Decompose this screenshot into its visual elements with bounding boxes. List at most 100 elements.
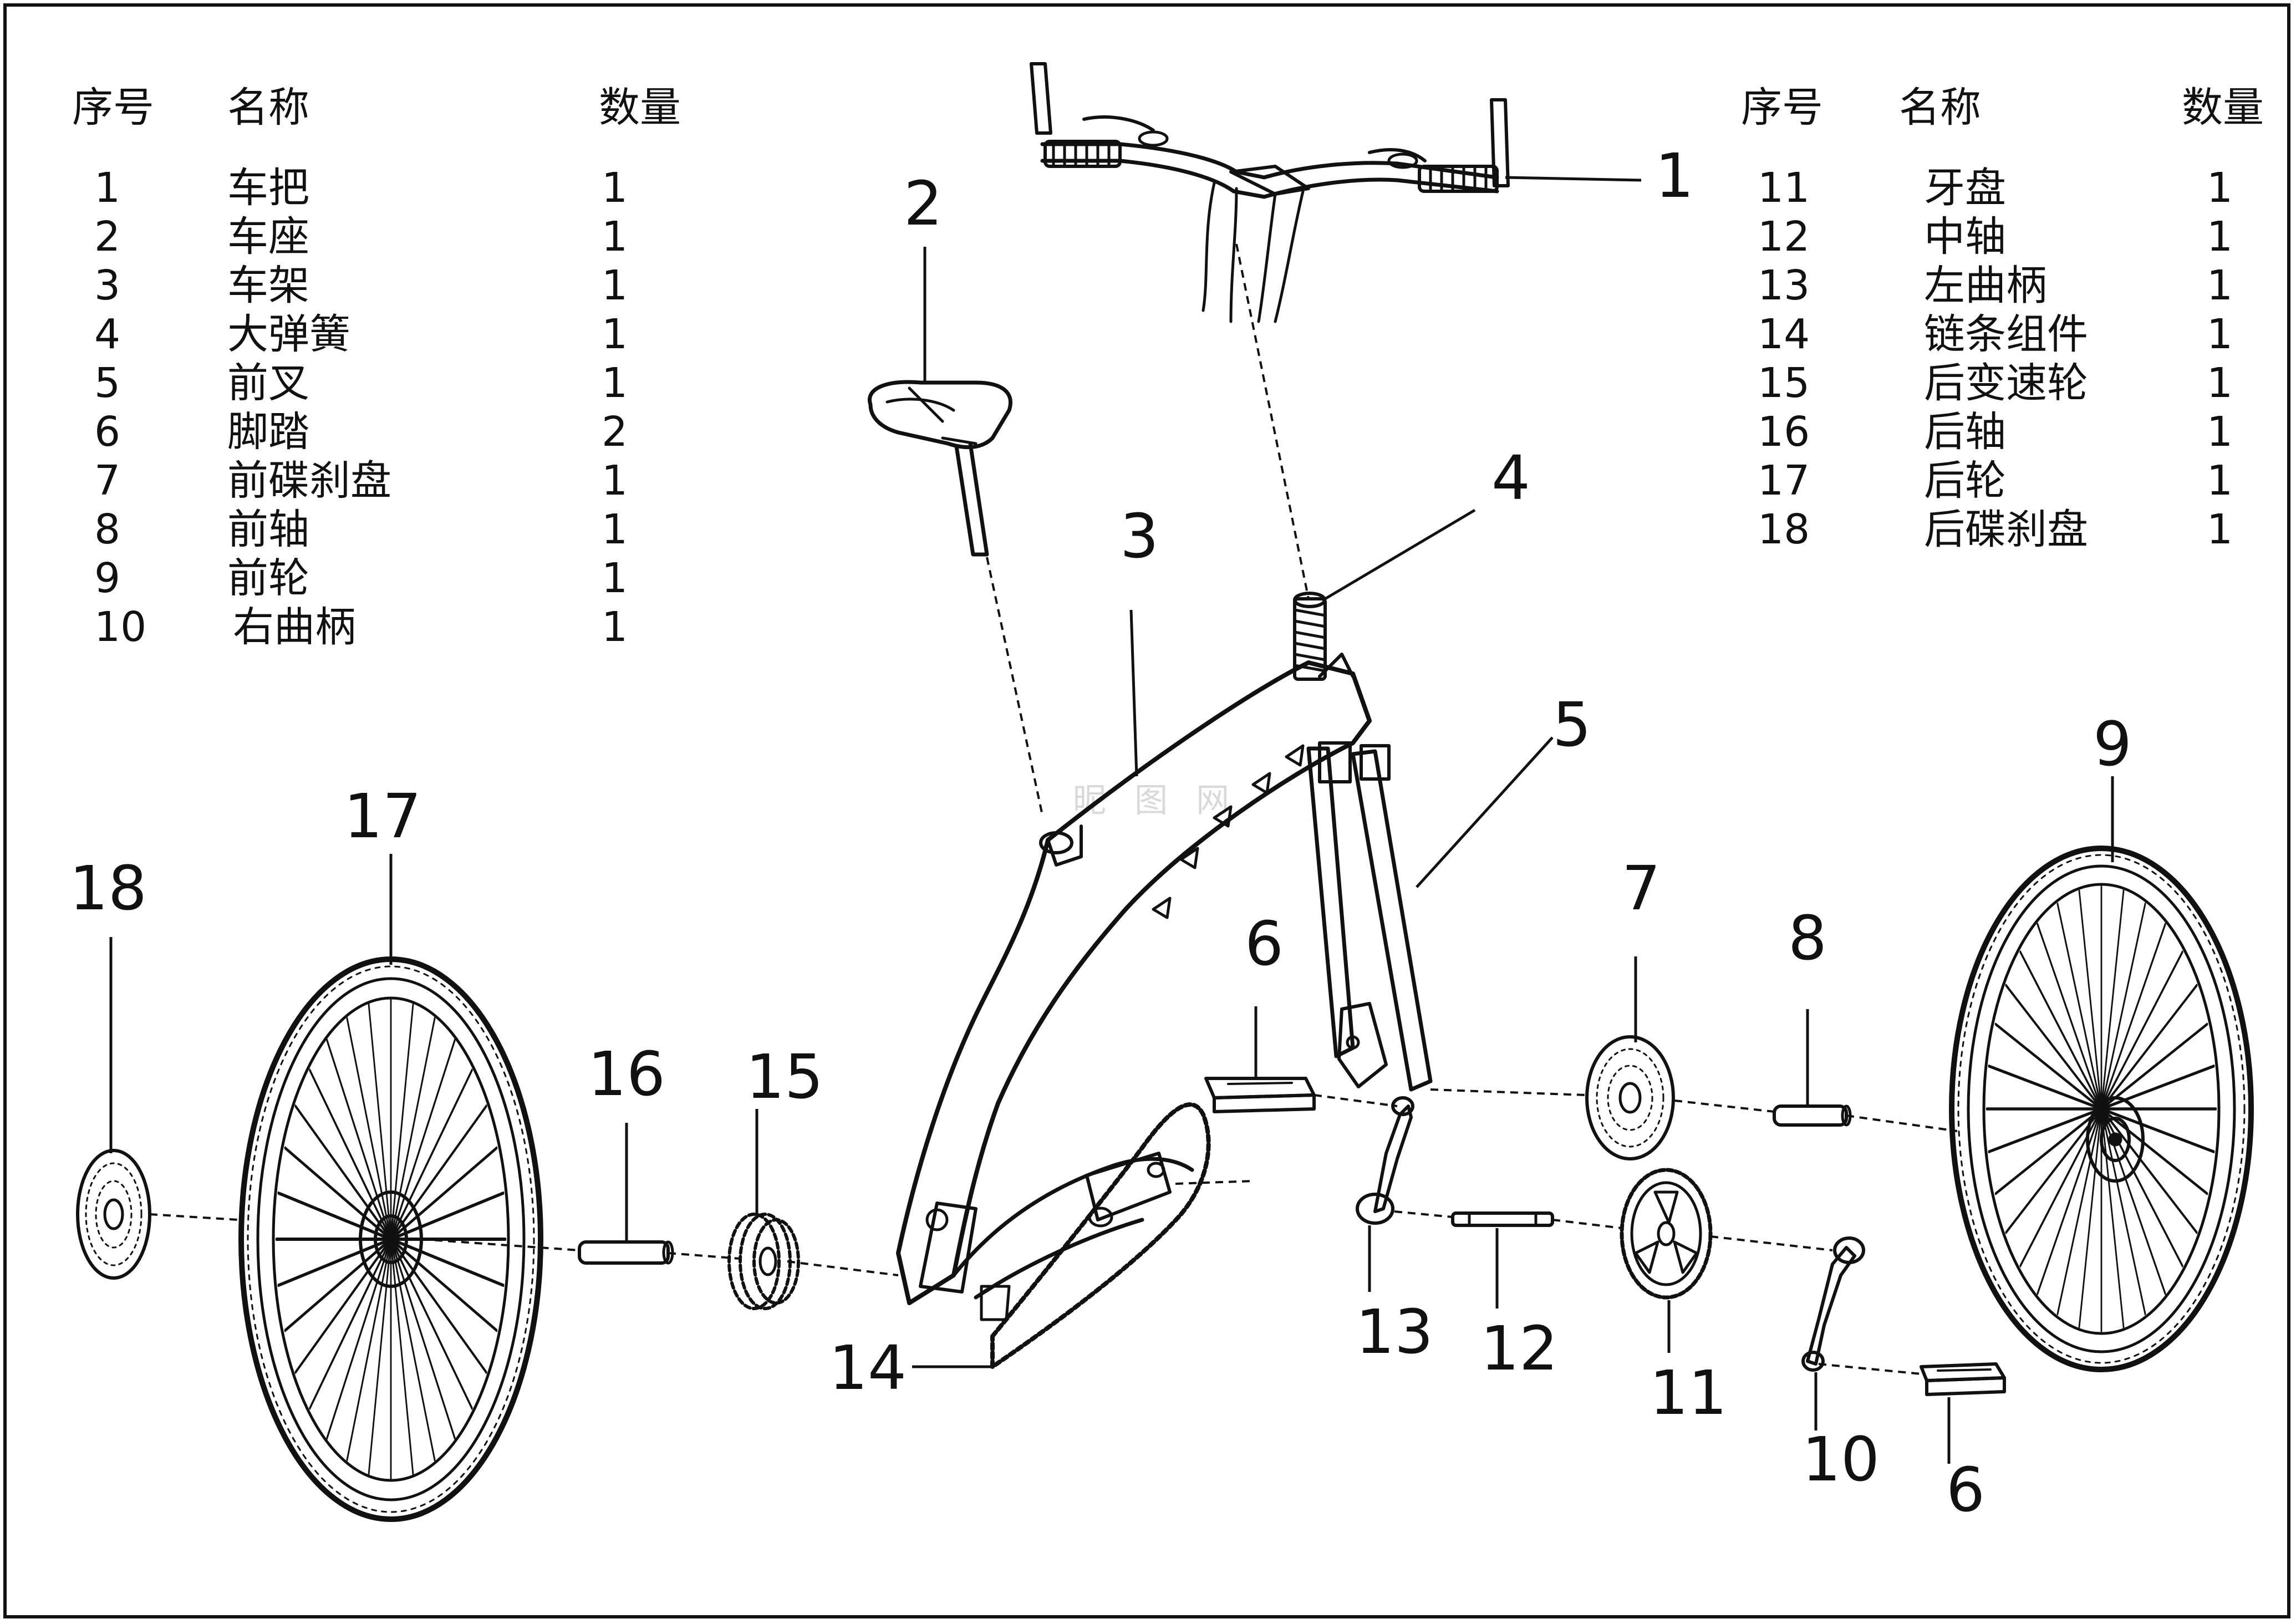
row-index: 12 <box>1758 213 1810 261</box>
callout-18: 18 <box>69 853 147 924</box>
header-index: 序号 <box>72 84 154 131</box>
left-crank <box>1356 1096 1414 1225</box>
row-qty: 1 <box>602 164 628 212</box>
front-fork <box>1306 741 1433 1092</box>
callout-2: 2 <box>904 168 943 239</box>
row-index: 15 <box>1758 359 1810 407</box>
row-qty: 1 <box>2207 408 2233 456</box>
row-qty: 1 <box>602 506 628 553</box>
row-index: 8 <box>94 506 121 553</box>
callout-9: 9 <box>2093 709 2132 780</box>
row-name: 后轴 <box>1924 408 2006 456</box>
table-row: 7 前碟刹盘 1 <box>72 456 710 505</box>
table-row: 2 车座 1 <box>72 212 710 261</box>
callout-17: 17 <box>344 781 421 852</box>
right-crank <box>1801 1236 1865 1372</box>
front-disc-brake <box>1585 1035 1675 1160</box>
row-index: 7 <box>94 457 121 505</box>
large-spring <box>1293 592 1327 681</box>
table-header: 序号 名称 数量 <box>1741 83 2273 132</box>
row-index: 14 <box>1758 310 1810 358</box>
row-name: 脚踏 <box>227 408 309 456</box>
callout-14: 14 <box>829 1332 907 1403</box>
table-row: 14 链条组件 1 <box>1741 310 2273 359</box>
row-qty: 1 <box>2207 310 2233 358</box>
row-index: 6 <box>94 408 121 456</box>
callout-6-right: 6 <box>1946 1454 1985 1525</box>
row-qty: 1 <box>2207 506 2233 553</box>
row-qty: 1 <box>2207 457 2233 505</box>
row-qty: 1 <box>2207 359 2233 407</box>
callout-8: 8 <box>1788 903 1827 974</box>
row-index: 5 <box>94 359 121 407</box>
row-name: 左曲柄 <box>1924 262 2047 309</box>
row-qty: 1 <box>602 457 628 505</box>
chainring <box>1620 1168 1713 1300</box>
row-name: 右曲柄 <box>233 603 356 651</box>
rear-axle <box>578 1240 674 1265</box>
leader-lines <box>109 176 2114 1464</box>
header-name: 名称 <box>1899 84 1981 131</box>
header-index: 序号 <box>1741 84 1823 131</box>
row-name: 前轴 <box>227 506 309 553</box>
row-qty: 1 <box>2207 164 2233 212</box>
handlebar <box>1030 62 1510 323</box>
callout-13: 13 <box>1356 1296 1433 1367</box>
row-qty: 1 <box>602 213 628 261</box>
callout-12: 12 <box>1480 1313 1558 1384</box>
row-name: 车把 <box>227 164 309 212</box>
row-name: 车座 <box>227 213 309 261</box>
row-name: 后变速轮 <box>1924 359 2088 407</box>
bicycle-seat <box>868 380 1012 557</box>
front-wheel <box>1949 846 2254 1372</box>
row-index: 1 <box>94 164 121 212</box>
row-name: 牙盘 <box>1924 164 2006 212</box>
callout-10: 10 <box>1802 1424 1880 1495</box>
row-qty: 1 <box>602 310 628 358</box>
row-index: 13 <box>1758 262 1810 309</box>
row-qty: 2 <box>602 408 628 456</box>
callout-16: 16 <box>588 1038 665 1109</box>
bicycle-frame <box>896 653 1372 1321</box>
row-index: 10 <box>94 603 147 651</box>
pedal-left <box>1204 1077 1316 1113</box>
header-qty: 数量 <box>599 84 681 131</box>
row-name: 链条组件 <box>1924 310 2088 358</box>
row-name: 前碟刹盘 <box>227 457 391 505</box>
pedal-right <box>1920 1362 2006 1396</box>
row-index: 16 <box>1758 408 1810 456</box>
rear-disc-brake <box>76 1149 151 1280</box>
row-name: 后轮 <box>1924 457 2006 505</box>
assembly-lines <box>149 243 1958 1375</box>
header-qty: 数量 <box>2182 84 2264 131</box>
callout-labels: 1 2 3 4 5 6 6 7 8 9 10 11 12 13 14 15 16… <box>69 140 2132 1525</box>
header-name: 名称 <box>227 84 309 131</box>
row-qty: 1 <box>2207 213 2233 261</box>
drawing-frame <box>3 3 2290 1618</box>
row-index: 9 <box>94 554 121 602</box>
row-name: 前叉 <box>227 359 309 407</box>
callout-7: 7 <box>1622 853 1661 924</box>
row-name: 车架 <box>227 262 309 309</box>
row-name: 后碟刹盘 <box>1924 506 2088 553</box>
row-qty: 1 <box>602 554 628 602</box>
table-row: 11 牙盘 1 <box>1741 164 2273 212</box>
callout-6-left: 6 <box>1245 908 1284 979</box>
row-qty: 1 <box>602 603 628 651</box>
callout-5: 5 <box>1552 689 1591 760</box>
row-index: 11 <box>1758 164 1810 212</box>
callout-15: 15 <box>746 1041 823 1112</box>
row-index: 2 <box>94 213 121 261</box>
bottom-bracket-axle <box>1451 1211 1554 1227</box>
chain-assembly <box>990 1102 1211 1369</box>
